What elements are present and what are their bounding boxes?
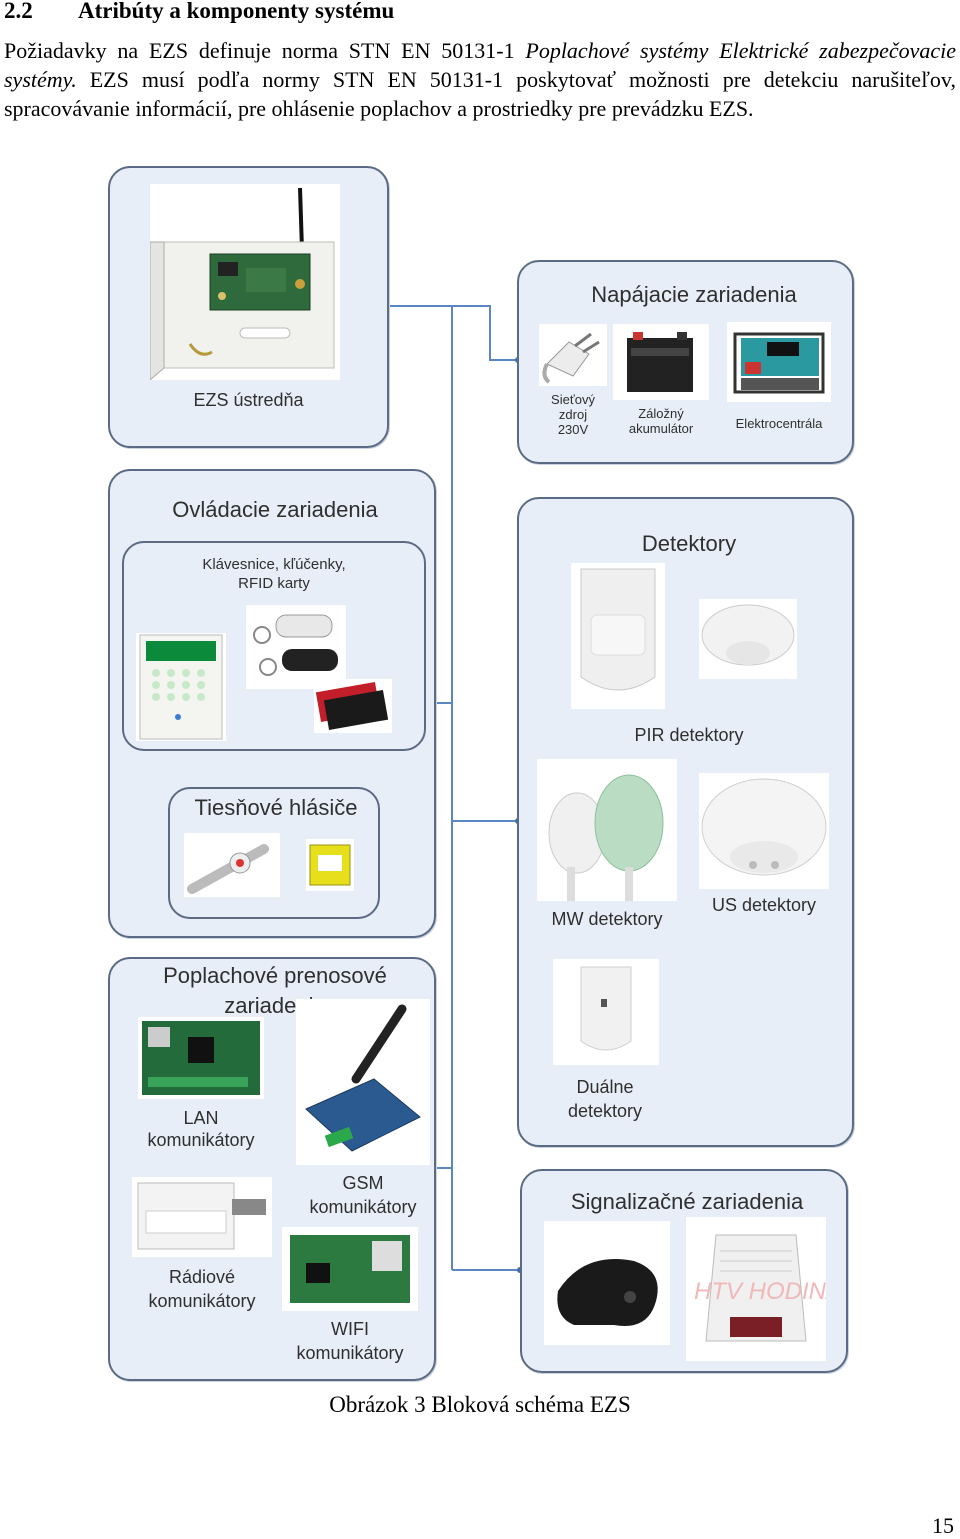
bus-line — [451, 306, 453, 1270]
pir-detector-photo — [571, 563, 665, 709]
siren-horn-photo — [544, 1221, 670, 1345]
detektory-box: Detektory PIR detektory MW detektory US … — [517, 497, 854, 1147]
tiesnove-box: Tiesňové hlásiče — [168, 787, 380, 919]
wire-napajacie-h — [489, 359, 518, 361]
ustredna-label: EZS ústredňa — [193, 390, 304, 410]
control-panel-photo — [149, 184, 340, 382]
dual-detector-photo — [553, 959, 659, 1065]
wire-detektory — [452, 820, 518, 822]
klavesnice-box: Klávesnice, kľúčenky,RFID karty — [122, 541, 426, 751]
detektory-title: Detektory — [641, 531, 737, 556]
keypad-photo — [136, 633, 226, 741]
wire-prenosove — [433, 1167, 453, 1169]
rfid-photo — [314, 679, 392, 733]
us-label: US detektory — [711, 895, 817, 915]
signalizacne-box: Signalizačné zariadenia HTV HODINA — [520, 1169, 848, 1373]
gsm-communicator-photo — [296, 999, 430, 1165]
us-detector-photo — [699, 773, 829, 889]
section-heading: 2.2 Atribúty a komponenty systému — [4, 0, 394, 24]
outdoor-siren-photo: HTV HODINA — [686, 1217, 842, 1361]
mw-detector-photo — [537, 759, 677, 901]
intro-paragraph: Požiadavky na EZS definuje norma STN EN … — [4, 36, 956, 123]
paragraph-text-1: Požiadavky na EZS definuje norma STN EN … — [4, 38, 526, 63]
ceiling-pir-photo — [699, 599, 797, 679]
wrist-button-photo — [184, 833, 280, 897]
wire-ovladacie — [433, 702, 453, 704]
page-number: 15 — [932, 1513, 954, 1538]
signalizacne-title: Signalizačné zariadenia — [570, 1189, 804, 1214]
generator-photo — [727, 322, 831, 402]
ustredna-box: EZS ústredňa — [108, 166, 389, 448]
wire-signalizacne — [452, 1269, 520, 1271]
panic-button-photo — [306, 839, 354, 891]
radio-communicator-photo — [132, 1177, 272, 1257]
lan-communicator-photo — [138, 1017, 264, 1099]
siren-watermark: HTV HODINA — [694, 1278, 826, 1305]
section-number: 2.2 — [4, 0, 33, 23]
paragraph-text-2: EZS musí podľa normy STN EN 50131-1 posk… — [4, 67, 956, 121]
wire-napajacie-v — [489, 305, 491, 361]
mw-label: MW detektory — [551, 909, 663, 929]
wifi-communicator-photo — [282, 1227, 418, 1311]
paragraph-italic-title: Poplachové systémy Elektrické zabezpečov… — [4, 38, 957, 92]
klavesnice-label: Klávesnice, kľúčenky,RFID karty — [202, 556, 346, 592]
section-title: Atribúty a komponenty systému — [78, 0, 395, 23]
figure-caption: Obrázok 3 Bloková schéma EZS — [329, 1392, 631, 1417]
plug-photo — [539, 324, 607, 386]
pir-label: PIR detektory — [634, 725, 744, 745]
tiesnove-title: Tiesňové hlásiče — [194, 795, 358, 820]
battery-photo — [613, 324, 709, 400]
wire-ustredna — [386, 305, 491, 307]
keyfob-photo — [246, 605, 346, 689]
elektrocentrala-label: Elektrocentrála — [735, 416, 823, 431]
ovladacie-box: Ovládacie zariadenia Klávesnice, kľúčenk… — [108, 469, 436, 938]
napajacie-title: Napájacie zariadenia — [591, 282, 797, 307]
ovladacie-title: Ovládacie zariadenia — [172, 497, 378, 522]
